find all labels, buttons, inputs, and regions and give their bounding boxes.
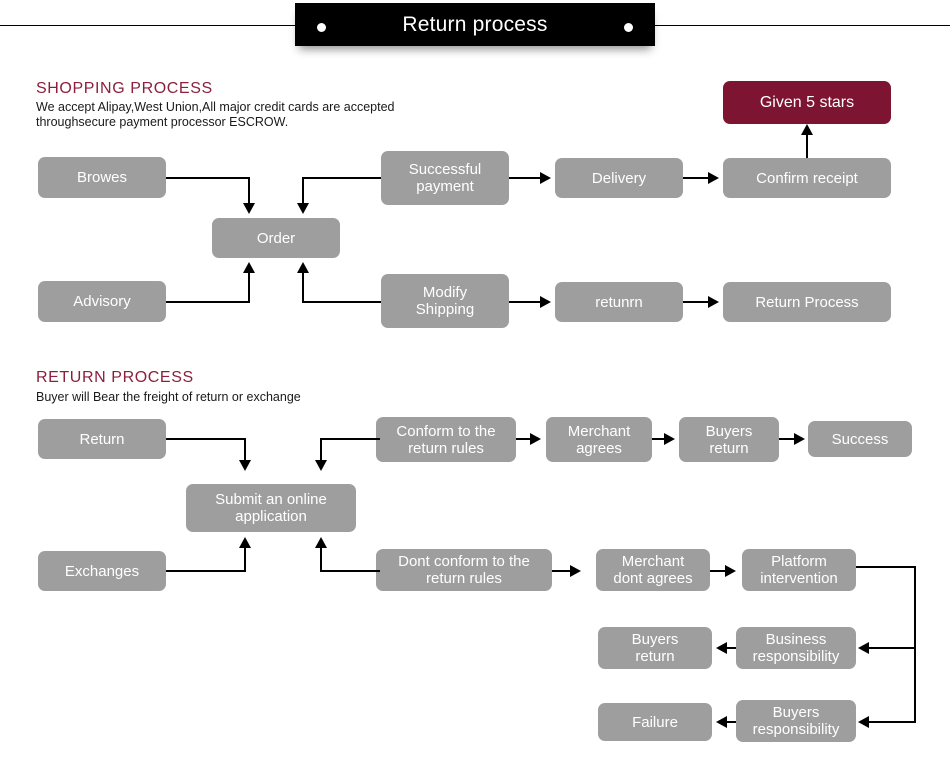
connector-modify-to-order-h — [302, 301, 381, 303]
connector-merchant-to-buyers-line — [652, 438, 668, 440]
node-modify-shipping[interactable]: Modify Shipping — [381, 274, 509, 328]
connector-return-to-submit-arrowhead — [239, 460, 251, 471]
node-advisory[interactable]: Advisory — [38, 281, 166, 322]
node-buyers-return-bottom[interactable]: Buyers return — [598, 627, 712, 669]
node-merchant-dont-agrees[interactable]: Merchant dont agrees — [596, 549, 710, 591]
connector-bus-to-business-h — [866, 647, 916, 649]
connector-dontconform-to-merchant-arrowhead — [570, 565, 581, 577]
connector-confirm-to-stars-stem — [806, 128, 808, 158]
connector-conform-to-submit-h — [320, 438, 380, 440]
node-conform-to-return-rules[interactable]: Conform to the return rules — [376, 417, 516, 462]
connector-merchant-to-buyers-arrowhead — [664, 433, 675, 445]
connector-advisory-to-order-h — [166, 301, 250, 303]
connector-bus-to-buyersresp-arrowhead — [858, 716, 869, 728]
connector-dontconform-to-submit-h — [320, 570, 380, 572]
connector-buyersresp-to-failure-line — [724, 721, 736, 723]
connector-dontconform-to-merchant-line — [552, 570, 572, 572]
connector-payment-to-delivery-arrowhead — [540, 172, 551, 184]
connector-merchantno-to-platform-arrowhead — [725, 565, 736, 577]
connector-advisory-to-order-arrowhead — [243, 262, 255, 273]
node-success[interactable]: Success — [808, 421, 912, 457]
node-confirm-receipt[interactable]: Confirm receipt — [723, 158, 891, 198]
connector-conform-to-merchant-arrowhead — [530, 433, 541, 445]
node-given-5-stars[interactable]: Given 5 stars — [723, 81, 891, 124]
connector-payment-to-order-arrowhead — [297, 203, 309, 214]
connector-retunrn-to-returnprocess-line — [683, 301, 712, 303]
connector-modify-to-order-arrowhead — [297, 262, 309, 273]
banner-rule-right — [650, 25, 950, 26]
shopping-process-heading: SHOPPING PROCESS — [36, 80, 213, 97]
connector-modify-to-retunrn-line — [509, 301, 544, 303]
connector-merchantno-to-platform-line — [710, 570, 728, 572]
connector-confirm-to-stars-arrowhead — [801, 124, 813, 135]
connector-business-to-buyersreturn-line — [724, 647, 736, 649]
connector-retunrn-to-returnprocess-arrowhead — [708, 296, 719, 308]
page-title: Return process — [402, 12, 548, 36]
node-exchanges[interactable]: Exchanges — [38, 551, 166, 591]
node-successful-payment[interactable]: Successful payment — [381, 151, 509, 205]
node-retunrn[interactable]: retunrn — [555, 282, 683, 322]
connector-business-to-buyersreturn-arrowhead — [716, 642, 727, 654]
connector-conform-to-merchant-line — [516, 438, 533, 440]
connector-modify-to-retunrn-arrowhead — [540, 296, 551, 308]
connector-buyersresp-to-failure-arrowhead — [716, 716, 727, 728]
node-return[interactable]: Return — [38, 419, 166, 459]
connector-platform-bus-vertical — [914, 566, 916, 722]
connector-browes-to-order-arrowhead — [243, 203, 255, 214]
page-banner: Return process — [295, 3, 655, 46]
bullet-dot-right-icon — [624, 23, 633, 32]
connector-delivery-to-confirm-line — [683, 177, 712, 179]
node-platform-intervention[interactable]: Platform intervention — [742, 549, 856, 591]
connector-browes-to-order-v — [248, 177, 250, 204]
node-return-process[interactable]: Return Process — [723, 282, 891, 322]
node-buyers-return-top[interactable]: Buyers return — [679, 417, 779, 462]
node-delivery[interactable]: Delivery — [555, 158, 683, 198]
shopping-process-description: We accept Alipay,West Union,All major cr… — [36, 100, 395, 129]
connector-dontconform-to-submit-arrowhead — [315, 537, 327, 548]
node-order[interactable]: Order — [212, 218, 340, 258]
node-buyers-responsibility[interactable]: Buyers responsibility — [736, 700, 856, 742]
return-process-heading: RETURN PROCESS — [36, 369, 194, 386]
connector-conform-to-submit-v — [320, 438, 322, 461]
node-failure[interactable]: Failure — [598, 703, 712, 741]
banner-rule-left — [0, 25, 300, 26]
connector-payment-to-order-h — [302, 177, 381, 179]
connector-dontconform-to-submit-v — [320, 547, 322, 572]
node-browes[interactable]: Browes — [38, 157, 166, 198]
connector-platform-bus-top — [856, 566, 916, 568]
connector-return-to-submit-v — [244, 438, 246, 461]
node-business-responsibility[interactable]: Business responsibility — [736, 627, 856, 669]
connector-exchanges-to-submit-v — [244, 547, 246, 572]
connector-advisory-to-order-v — [248, 272, 250, 303]
connector-bus-to-buyersresp-h — [866, 721, 916, 723]
node-merchant-agrees[interactable]: Merchant agrees — [546, 417, 652, 462]
connector-modify-to-order-v — [302, 272, 304, 303]
connector-payment-to-order-v — [302, 177, 304, 204]
connector-bus-to-business-arrowhead — [858, 642, 869, 654]
return-process-description: Buyer will Bear the freight of return or… — [36, 390, 301, 404]
connector-conform-to-submit-arrowhead — [315, 460, 327, 471]
connector-browes-to-order-h — [166, 177, 250, 179]
connector-payment-to-delivery-line — [509, 177, 544, 179]
connector-return-to-submit-h — [166, 438, 246, 440]
connector-buyers-to-success-line — [779, 438, 797, 440]
node-dont-conform-to-return-rules[interactable]: Dont conform to the return rules — [376, 549, 552, 591]
node-submit-online-application[interactable]: Submit an online application — [186, 484, 356, 532]
connector-delivery-to-confirm-arrowhead — [708, 172, 719, 184]
bullet-dot-left-icon — [317, 23, 326, 32]
connector-exchanges-to-submit-h — [166, 570, 246, 572]
connector-exchanges-to-submit-arrowhead — [239, 537, 251, 548]
connector-buyers-to-success-arrowhead — [794, 433, 805, 445]
